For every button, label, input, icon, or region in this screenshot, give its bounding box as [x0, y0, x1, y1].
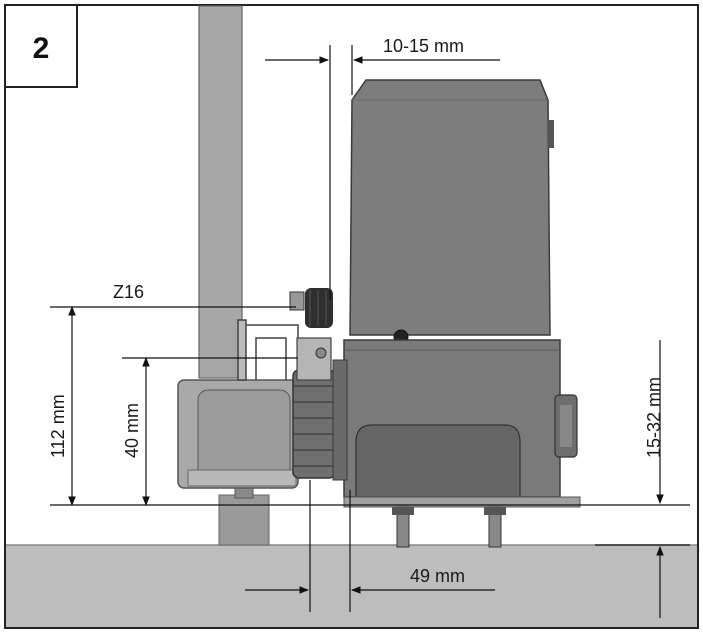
step-number: 2 — [33, 32, 50, 65]
support-block — [218, 494, 270, 546]
anchor-bolts — [392, 506, 506, 548]
motor-unit — [332, 79, 581, 508]
ground — [6, 545, 697, 627]
label-49: 49 mm — [410, 566, 465, 586]
limit-switch-bracket — [289, 288, 333, 381]
label-pinion: Z16 — [113, 282, 144, 302]
gate-post — [198, 5, 243, 379]
label-40: 40 mm — [122, 403, 142, 458]
label-gap: 10-15 mm — [383, 36, 464, 56]
label-112: 112 mm — [48, 394, 68, 458]
step-number-box: 2 — [4, 4, 78, 88]
pinion-gear — [292, 369, 336, 479]
label-15-32: 15-32 mm — [644, 377, 664, 458]
